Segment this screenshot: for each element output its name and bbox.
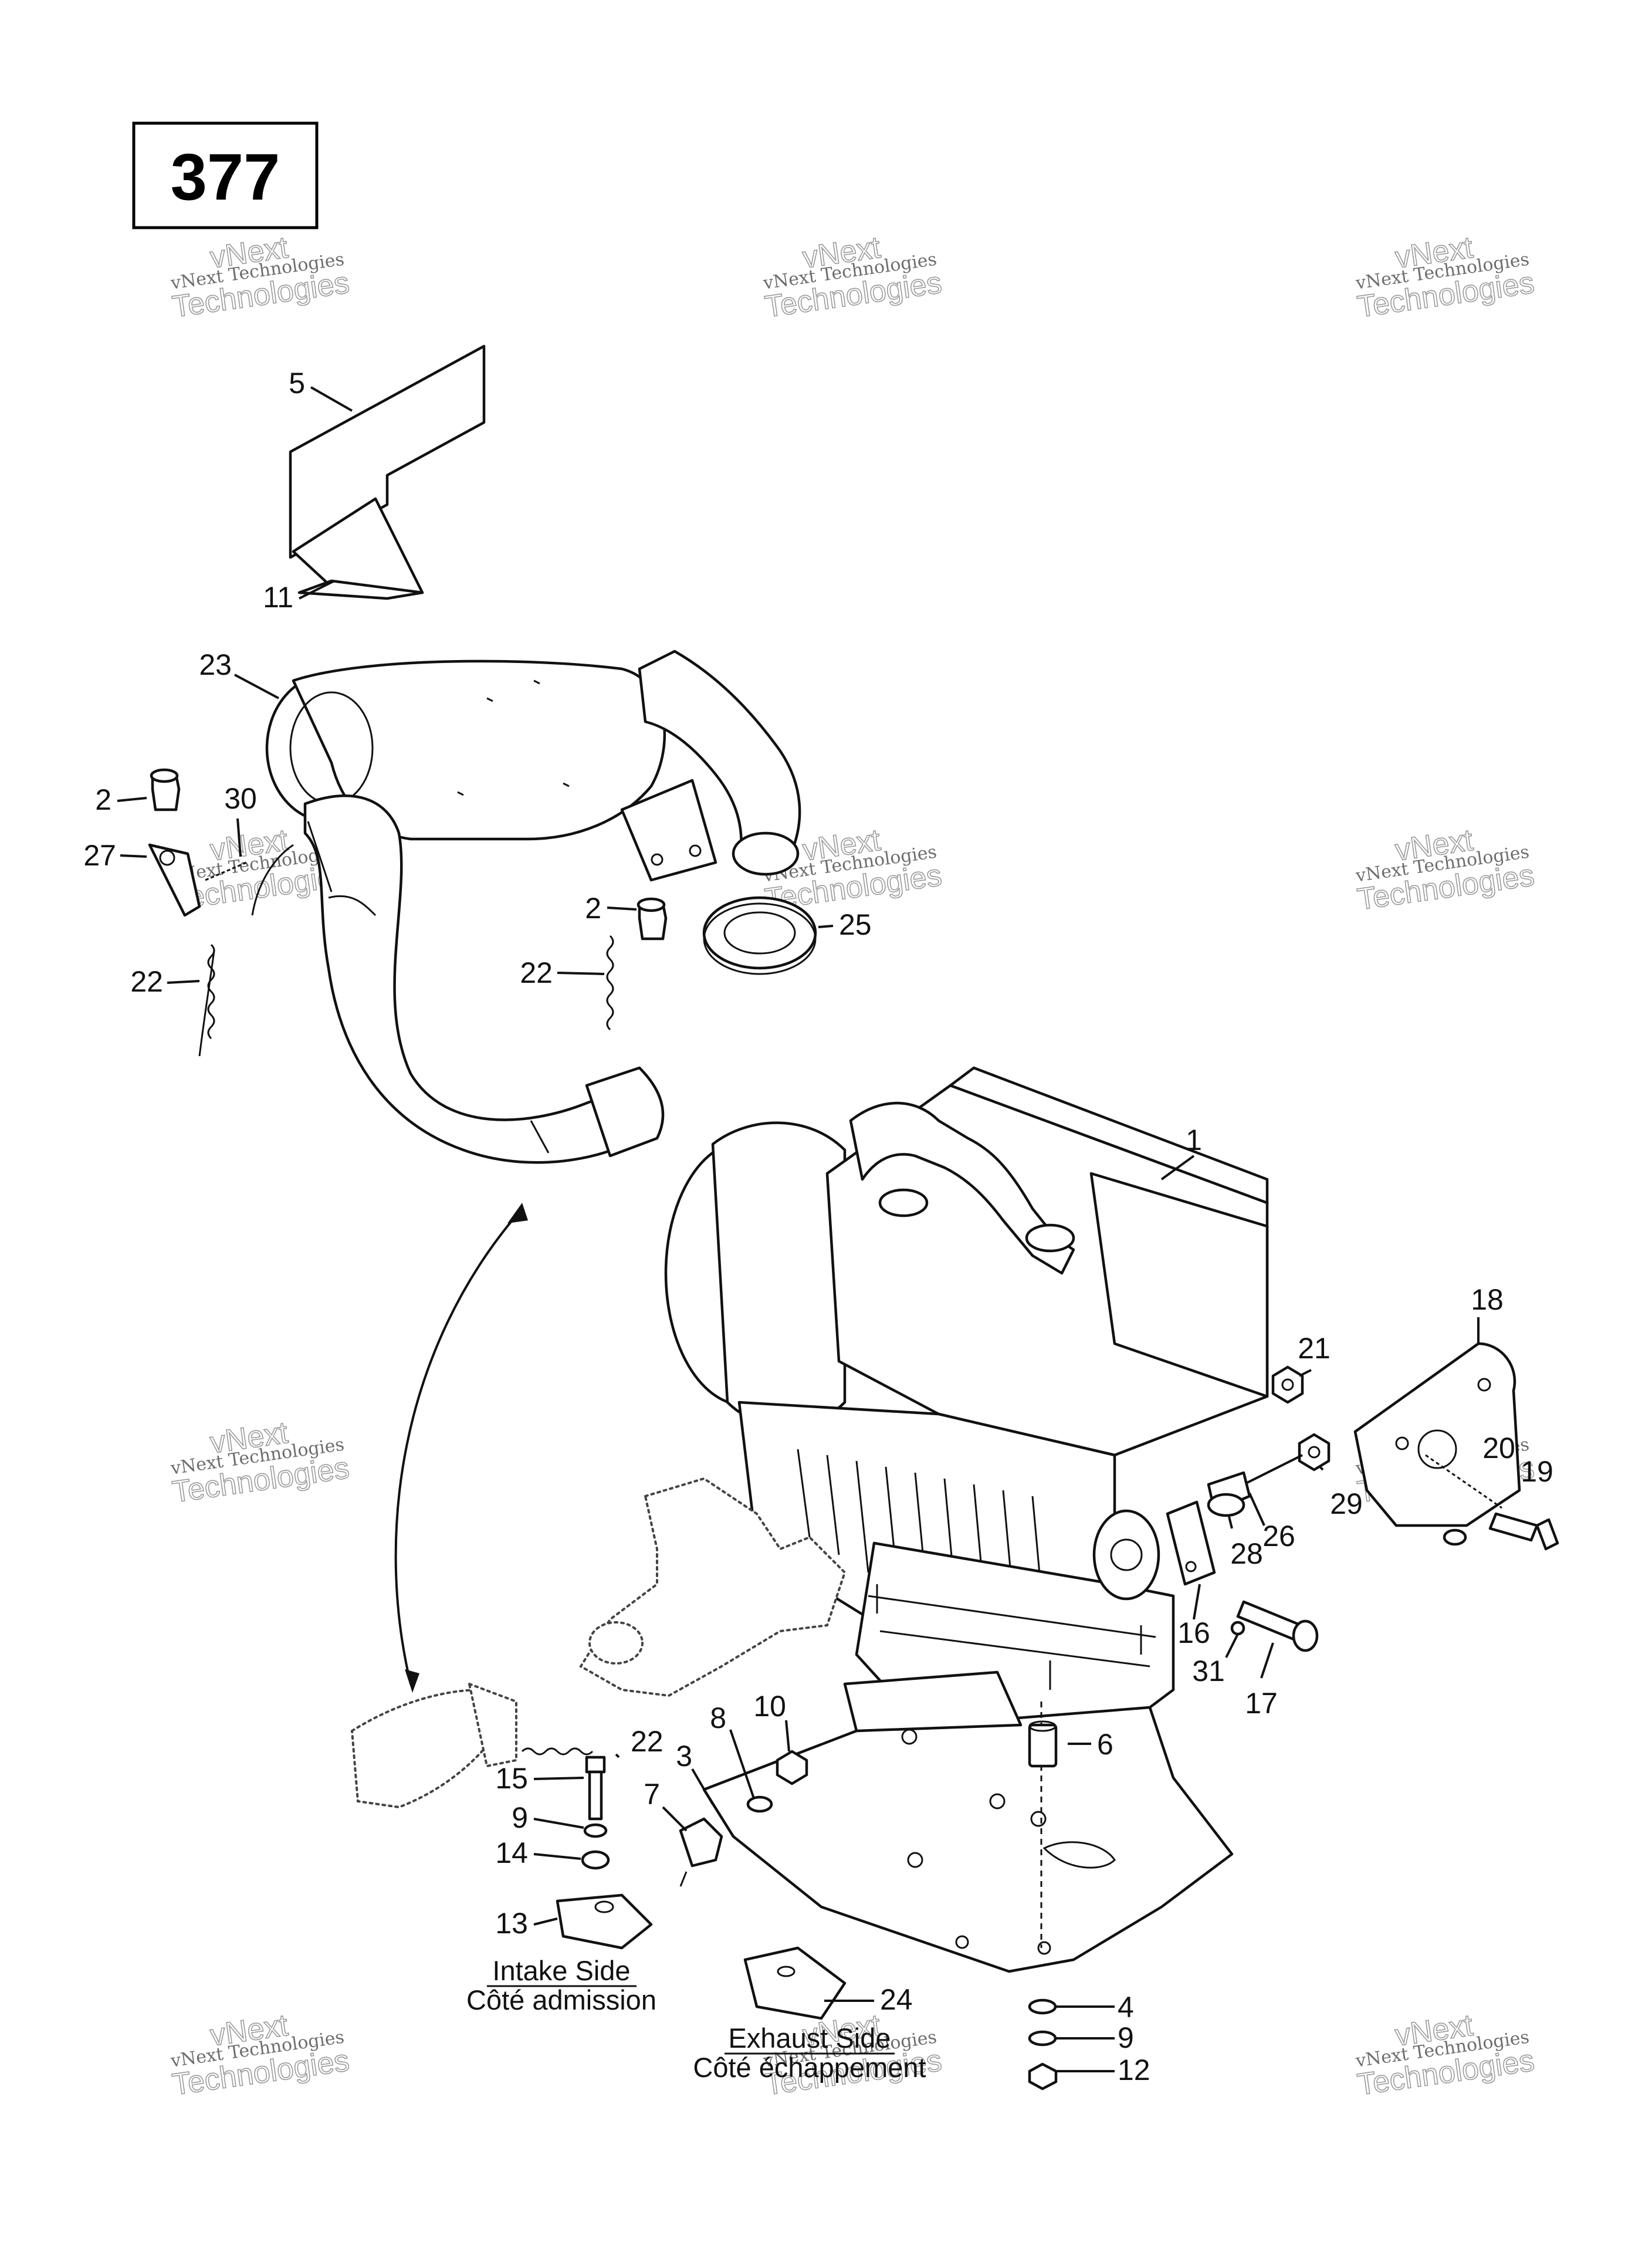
callout-8: 8 xyxy=(710,1702,726,1734)
callout-29: 29 xyxy=(1330,1487,1363,1520)
muffler xyxy=(265,650,801,882)
watermark: vNext vNext Technologies Technologies xyxy=(1354,2008,1537,2102)
callout-30: 30 xyxy=(224,782,257,815)
callout-19: 19 xyxy=(1521,1455,1553,1488)
callouts: 5 11 23 2 30 27 22 2 25 22 1 18 21 20 19… xyxy=(83,367,1553,2086)
callout-3: 3 xyxy=(676,1740,692,1773)
callout-12: 12 xyxy=(1118,2054,1150,2086)
callout-22-right: 22 xyxy=(520,956,553,989)
watermark: vNext vNext Technologies Technologies xyxy=(169,230,352,324)
callout-18: 18 xyxy=(1471,1283,1504,1316)
callout-31: 31 xyxy=(1192,1655,1225,1687)
watermark: vNext vNext Technologies Technologies xyxy=(1354,823,1537,917)
exhaust-side-label: Exhaust Side xyxy=(729,2022,891,2054)
springs xyxy=(207,935,614,1756)
intake-side-hardware xyxy=(556,1750,808,1950)
callout-15: 15 xyxy=(495,1762,528,1795)
callout-2-right: 2 xyxy=(585,892,601,925)
callout-7: 7 xyxy=(644,1778,660,1811)
intake-side-label-fr: Côté admission xyxy=(466,1984,656,2015)
callout-10: 10 xyxy=(753,1690,786,1723)
pipe-mount-hardware-right xyxy=(637,896,817,975)
pipe-mount-hardware-left xyxy=(148,768,247,1057)
callout-13: 13 xyxy=(495,1907,528,1940)
side-labels: Intake Side Côté admission Exhaust Side … xyxy=(466,1955,926,2083)
watermark: vNext vNext Technologies Technologies xyxy=(761,230,945,324)
callout-1: 1 xyxy=(1186,1124,1202,1156)
callout-4: 4 xyxy=(1118,1991,1134,2024)
watermark: vNext vNext Technologies Technologies xyxy=(1354,230,1537,324)
callout-28: 28 xyxy=(1230,1537,1263,1570)
exhaust-manifold xyxy=(350,1477,847,1809)
callout-25: 25 xyxy=(839,908,872,941)
watermark: vNext vNext Technologies Technologies xyxy=(169,2008,352,2102)
callout-9-lower: 9 xyxy=(1118,2021,1134,2054)
callout-9: 9 xyxy=(512,1801,528,1834)
heat-shield-sheets xyxy=(289,344,486,600)
callout-22-lower: 22 xyxy=(631,1725,663,1758)
page-number-box: 377 xyxy=(132,121,319,229)
callout-22: 22 xyxy=(130,965,163,998)
exhaust-side-mount xyxy=(743,1946,847,2020)
watermark: vNext vNext Technologies Technologies xyxy=(169,1415,352,1510)
callout-24: 24 xyxy=(880,1983,913,2016)
tuned-pipe xyxy=(251,794,665,1164)
exhaust-side-label-fr: Côté échappement xyxy=(693,2052,926,2083)
engine-mount-right xyxy=(1166,1342,1559,1652)
callout-11: 11 xyxy=(263,581,293,614)
double-arrow xyxy=(394,1203,528,1693)
callout-17: 17 xyxy=(1245,1687,1278,1720)
callout-16: 16 xyxy=(1177,1616,1210,1649)
callout-14: 14 xyxy=(495,1836,528,1869)
callout-20: 20 xyxy=(1482,1432,1515,1464)
engine-assembly xyxy=(664,1066,1269,1744)
mount-stack-right xyxy=(1028,1702,1058,2091)
callout-27: 27 xyxy=(83,839,116,872)
callout-2: 2 xyxy=(95,783,111,816)
page-number: 377 xyxy=(171,140,280,214)
leader-lines xyxy=(117,386,1480,2072)
watermark: vNext vNext Technologies Technologies xyxy=(761,823,945,917)
engine-mount-plate xyxy=(702,1670,1234,1973)
callout-26: 26 xyxy=(1262,1520,1295,1553)
intake-side-label: Intake Side xyxy=(492,1955,630,1986)
callout-6: 6 xyxy=(1097,1728,1113,1761)
callout-5: 5 xyxy=(289,367,305,400)
callout-23: 23 xyxy=(199,648,232,681)
callout-21: 21 xyxy=(1298,1332,1331,1365)
